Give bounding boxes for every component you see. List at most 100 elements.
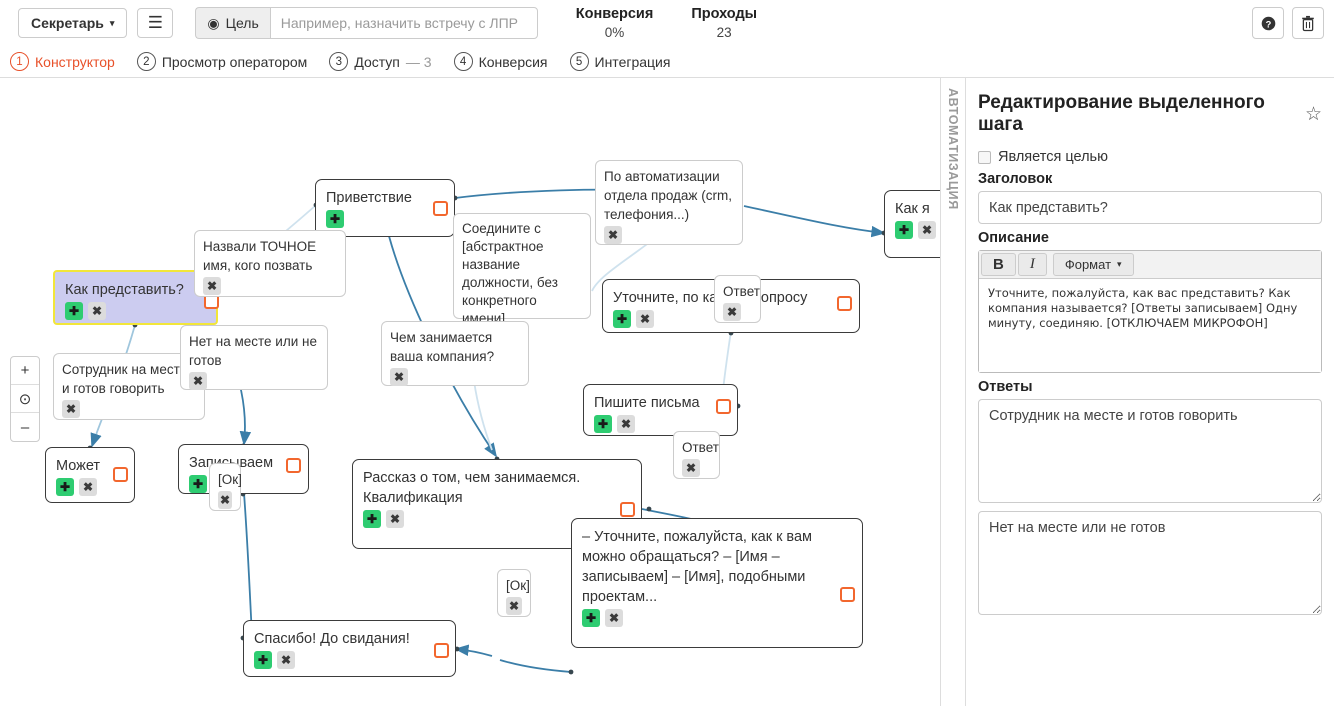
tab-label: Интеграция — [594, 53, 671, 70]
project-selector-button[interactable]: Секретарь ▾ — [18, 8, 128, 38]
add-icon[interactable]: ✚ — [56, 478, 74, 496]
delete-button[interactable] — [1292, 7, 1324, 39]
goal-button[interactable]: ◉ Цель — [195, 7, 270, 39]
add-icon[interactable]: ✚ — [613, 310, 631, 328]
node-port[interactable] — [113, 467, 128, 482]
node-title: Пишите письма — [594, 395, 700, 411]
remove-icon[interactable]: ✖ — [277, 651, 295, 669]
node-write-letters[interactable]: Пишите письма ✚ ✖ — [583, 384, 738, 436]
tab-konstruktor[interactable]: 1 Конструктор — [10, 52, 115, 71]
node-actions: ✚ ✖ — [254, 651, 445, 669]
answer-ok-2[interactable]: [Ок] ✖ — [497, 569, 531, 617]
node-port[interactable] — [837, 296, 852, 311]
automation-tab[interactable]: АВТОМАТИЗАЦИЯ — [940, 78, 966, 706]
zoom-reset-button[interactable]: ⊙ — [11, 385, 39, 413]
goal-input[interactable] — [269, 7, 538, 39]
tab-integration[interactable]: 5 Интеграция — [569, 52, 671, 71]
remove-icon[interactable]: ✖ — [62, 400, 80, 418]
answer-automation[interactable]: По автоматизации отдела продаж (crm, тел… — [595, 160, 743, 245]
add-icon[interactable]: ✚ — [363, 510, 381, 528]
zoom-out-button[interactable]: – — [20, 418, 30, 436]
node-title: Приветствие — [326, 190, 412, 206]
zoom-in-button[interactable]: + — [11, 357, 39, 385]
remove-icon[interactable]: ✖ — [390, 368, 408, 386]
node-actions: ✚ ✖ — [363, 510, 631, 528]
hamburger-menu-button[interactable]: ☰ — [137, 8, 174, 38]
node-port[interactable] — [433, 201, 448, 216]
node-port[interactable] — [840, 587, 855, 602]
description-text[interactable]: Уточните, пожалуйста, как вас представит… — [979, 279, 1321, 372]
answer-textarea-1[interactable] — [978, 399, 1322, 503]
description-label: Описание — [978, 230, 1049, 246]
answer-text: Ответ — [682, 440, 719, 455]
top-right-actions: ? — [1252, 7, 1324, 39]
node-actions: ✚ — [326, 210, 444, 228]
answer-reply-2[interactable]: Ответ ✖ — [673, 431, 720, 479]
node-title: Рассказ о том, чем занимаемся. Квалифика… — [363, 470, 581, 506]
add-icon[interactable]: ✚ — [254, 651, 272, 669]
answer-actions: ✖ — [390, 368, 520, 386]
metric-conversion: Конверсия 0% — [576, 6, 654, 40]
add-icon[interactable]: ✚ — [189, 475, 207, 493]
is-goal-checkbox[interactable] — [978, 150, 991, 164]
node-thanks-goodbye[interactable]: Спасибо! До свидания! ✚ ✖ — [243, 620, 456, 677]
add-icon[interactable]: ✚ — [326, 210, 344, 228]
remove-icon[interactable]: ✖ — [189, 372, 207, 390]
italic-button[interactable]: I — [1017, 253, 1047, 276]
flow-canvas[interactable]: Приветствие ✚ Как представить? ✚ ✖ Может… — [0, 78, 940, 706]
remove-icon[interactable]: ✖ — [203, 277, 221, 295]
add-icon[interactable]: ✚ — [594, 415, 612, 433]
node-port[interactable] — [286, 458, 301, 473]
answer-employee-ready[interactable]: Сотрудник на месте и готов говорить ✖ — [53, 353, 205, 420]
bold-button[interactable]: B — [981, 253, 1016, 276]
tab-conversion[interactable]: 4 Конверсия — [453, 52, 548, 71]
node-greeting[interactable]: Приветствие ✚ — [315, 179, 455, 237]
remove-icon[interactable]: ✖ — [88, 302, 106, 320]
remove-icon[interactable]: ✖ — [604, 226, 622, 244]
answer-actions: ✖ — [189, 372, 319, 390]
node-how-i[interactable]: Как я ✚ ✖ — [884, 190, 940, 258]
node-recording[interactable]: Записываем ✚ ✖ — [178, 444, 309, 494]
add-icon[interactable]: ✚ — [582, 609, 600, 627]
answer-textarea-2[interactable] — [978, 511, 1322, 615]
remove-icon[interactable]: ✖ — [723, 303, 741, 321]
answer-exact-name[interactable]: Назвали ТОЧНОЕ имя, кого позвать ✖ — [194, 230, 346, 297]
remove-icon[interactable]: ✖ — [605, 609, 623, 627]
answer-actions: ✖ — [604, 226, 734, 244]
remove-icon[interactable]: ✖ — [918, 221, 936, 239]
page-title: Редактирование выделенного шага — [978, 92, 1265, 135]
node-port[interactable] — [620, 502, 635, 517]
remove-icon[interactable]: ✖ — [386, 510, 404, 528]
answer-reply-1[interactable]: Ответ ✖ — [714, 275, 761, 323]
node-actions: ✚ ✖ — [56, 478, 124, 496]
panel-header: Редактирование выделенного шага ☆ — [978, 92, 1322, 136]
answer-actions: ✖ — [62, 400, 196, 418]
node-maybe[interactable]: Может ✚ ✖ — [45, 447, 135, 503]
node-how-present[interactable]: Как представить? ✚ ✖ — [53, 270, 219, 325]
goal-input-group: ◉ Цель — [195, 7, 538, 39]
add-icon[interactable]: ✚ — [895, 221, 913, 239]
tab-access[interactable]: 3 Доступ — 3 — [329, 52, 432, 71]
remove-icon[interactable]: ✖ — [617, 415, 635, 433]
trash-icon — [1302, 15, 1314, 31]
heading-input[interactable] — [978, 191, 1322, 224]
remove-icon[interactable]: ✖ — [218, 491, 232, 509]
svg-text:?: ? — [1265, 19, 1271, 29]
star-icon[interactable]: ☆ — [1304, 103, 1322, 125]
answer-ok-1[interactable]: [Ок] ✖ — [209, 463, 242, 511]
node-port[interactable] — [434, 643, 449, 658]
node-address-script[interactable]: – Уточните, пожалуйста, как к вам можно … — [571, 518, 863, 648]
answer-connect-with[interactable]: Соедините с [абстрактное название должно… — [453, 213, 591, 326]
answer-what-company-does[interactable]: Чем занимается ваша компания? ✖ — [381, 321, 529, 386]
answer-not-ready[interactable]: Нет на месте или не готов ✖ — [180, 325, 328, 390]
add-icon[interactable]: ✚ — [65, 302, 83, 320]
tab-operator-view[interactable]: 2 Просмотр оператором — [136, 52, 307, 71]
remove-icon[interactable]: ✖ — [506, 597, 522, 615]
remove-icon[interactable]: ✖ — [79, 478, 97, 496]
remove-icon[interactable]: ✖ — [682, 459, 700, 477]
help-button[interactable]: ? — [1252, 7, 1284, 39]
node-port[interactable] — [716, 399, 731, 414]
format-dropdown[interactable]: Формат ▾ — [1052, 253, 1134, 276]
answer-text: Сотрудник на месте и готов говорить — [62, 362, 188, 396]
remove-icon[interactable]: ✖ — [636, 310, 654, 328]
